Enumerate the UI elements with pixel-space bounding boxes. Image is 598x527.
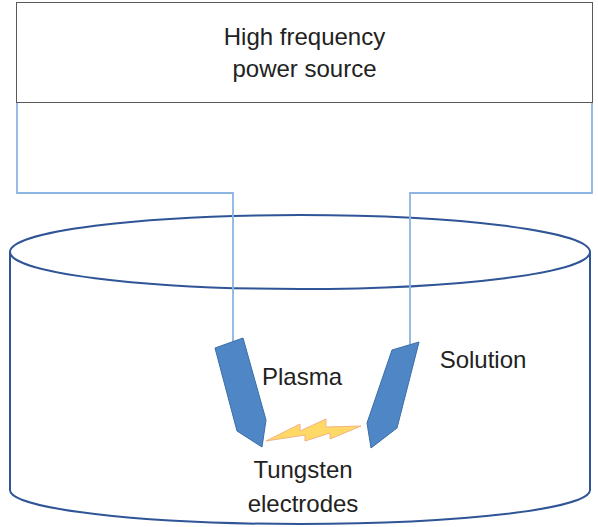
part-label: Plasma — [252, 360, 352, 394]
power-source-box: High frequency power source — [16, 2, 593, 103]
part-label: Tungsten electrodes — [228, 453, 378, 521]
tungsten-electrode — [215, 338, 266, 447]
box-title: High frequency power source — [205, 21, 405, 85]
tungsten-electrode — [367, 342, 419, 448]
vessel-body — [10, 252, 590, 524]
wire — [17, 103, 233, 342]
plasma-spark — [266, 419, 361, 441]
vessel-rim — [10, 215, 590, 289]
part-label: Solution — [428, 343, 538, 377]
wire — [410, 103, 592, 344]
